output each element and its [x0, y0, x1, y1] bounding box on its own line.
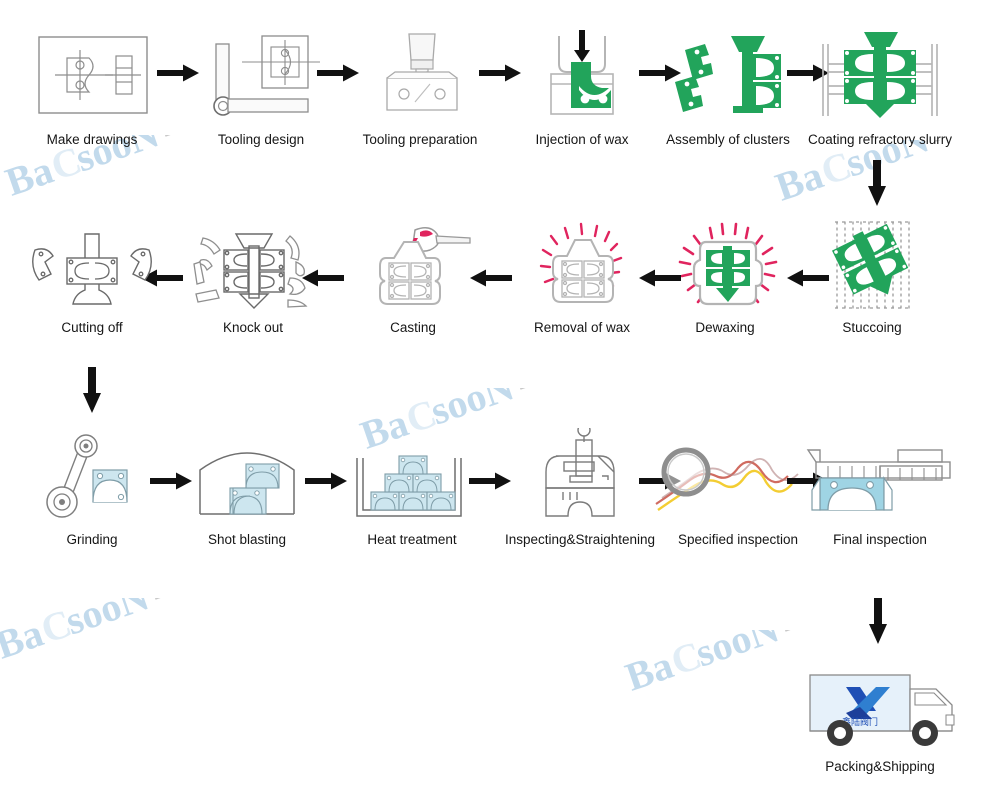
step-heat-treatment[interactable]: Heat treatment	[337, 428, 487, 548]
step-label: Stuccoing	[842, 320, 902, 335]
arrow-right-4	[637, 62, 683, 89]
cut-off-parts-icon	[17, 216, 167, 316]
step-packing-shipping[interactable]: 鑫陆阀门 Packing&Shipping	[780, 663, 980, 775]
arrow-left-2	[637, 267, 683, 294]
milling-machine-icon	[345, 28, 495, 128]
step-dewaxing[interactable]: Dewaxing	[650, 216, 800, 336]
connector-row1-to-row2	[865, 158, 889, 213]
tooling-design-icon	[186, 28, 336, 128]
svg-text:Ba: Ba	[0, 610, 49, 668]
step-grinding[interactable]: Grinding	[17, 428, 167, 548]
step-tooling-preparation[interactable]: Tooling preparation	[345, 28, 495, 148]
technical-drawing-icon	[17, 28, 167, 128]
step-label: Heat treatment	[367, 532, 457, 547]
step-label: Cutting off	[61, 320, 123, 335]
svg-text:C: C	[35, 600, 77, 652]
heated-shell-icon	[507, 216, 657, 316]
press-straightener-icon	[480, 428, 680, 528]
shell-knockout-icon	[178, 216, 328, 316]
step-label: Removal of wax	[533, 320, 631, 335]
belt-grinder-icon	[17, 428, 167, 528]
arrow-right-2	[315, 62, 361, 89]
arrow-left-1	[785, 267, 831, 294]
step-label: Packing&Shipping	[825, 759, 935, 774]
slurry-coating-icon	[780, 28, 980, 128]
step-label: Assembly of clusters	[666, 132, 790, 147]
step-label: Knock out	[222, 320, 284, 335]
step-tooling-design[interactable]: Tooling design	[186, 28, 336, 148]
svg-text:Ba: Ba	[0, 147, 59, 205]
svg-text:C: C	[665, 632, 707, 684]
step-stuccoing[interactable]: Stuccoing	[797, 216, 947, 336]
arrow-left-4	[300, 267, 346, 294]
wax-cluster-icon	[653, 28, 803, 128]
step-shot-blasting[interactable]: Shot blasting	[172, 428, 322, 548]
step-casting[interactable]: Casting	[338, 216, 488, 336]
delivery-truck-icon: 鑫陆阀门	[780, 663, 980, 751]
step-label: Injection of wax	[535, 132, 629, 147]
step-label: Final inspection	[833, 532, 927, 547]
furnace-basket-icon	[337, 428, 487, 528]
step-coating-refractory-slurry[interactable]: Coating refractory slurry	[780, 28, 980, 148]
wax-injection-icon	[507, 28, 657, 128]
svg-text:sooN: sooN	[425, 388, 520, 434]
step-knock-out[interactable]: Knock out	[178, 216, 328, 336]
step-label: Grinding	[66, 532, 118, 547]
caliper-measure-icon	[780, 428, 980, 528]
arrow-right-3	[477, 62, 523, 89]
step-injection-of-wax[interactable]: Injection of wax	[507, 28, 657, 148]
arrow-right-5	[785, 62, 831, 89]
step-label: Specified inspection	[677, 532, 799, 547]
svg-text:C: C	[815, 142, 857, 194]
truck-logo-text: 鑫陆阀门	[842, 716, 878, 727]
step-inspecting-straightening[interactable]: Inspecting&Straightening	[480, 428, 680, 548]
step-label: Shot blasting	[207, 532, 287, 547]
arrow-left-3	[468, 267, 514, 294]
arrow-right-7	[303, 470, 349, 497]
step-label: Make drawings	[46, 132, 138, 147]
step-assembly-of-clusters[interactable]: Assembly of clusters	[653, 28, 803, 148]
svg-text:Ba: Ba	[620, 642, 679, 700]
dewaxing-autoclave-icon	[650, 216, 800, 316]
watermark-4: Ba C sooN	[0, 598, 190, 668]
arrow-right-6	[148, 470, 194, 497]
svg-text:Ba: Ba	[770, 152, 829, 210]
step-label: Tooling design	[217, 132, 305, 147]
step-final-inspection[interactable]: Final inspection	[780, 428, 980, 548]
svg-text:sooN: sooN	[690, 630, 785, 676]
step-label: Dewaxing	[695, 320, 755, 335]
magnifier-spectrum-icon	[638, 428, 838, 528]
step-label: Tooling preparation	[362, 132, 478, 147]
arrow-right-1	[155, 62, 201, 89]
step-make-drawings[interactable]: Make drawings	[17, 28, 167, 148]
step-label: Inspecting&Straightening	[504, 532, 656, 547]
connector-row2-to-row3	[80, 365, 104, 420]
svg-text:sooN: sooN	[60, 598, 155, 644]
step-cutting-off[interactable]: Cutting off	[17, 216, 167, 336]
step-specified-inspection[interactable]: Specified inspection	[638, 428, 838, 548]
arrow-right-8	[467, 470, 513, 497]
step-removal-of-wax[interactable]: Removal of wax	[507, 216, 657, 336]
arrow-left-5	[139, 267, 185, 294]
connector-row3-to-row4	[866, 596, 890, 651]
stucco-sand-icon	[797, 216, 947, 316]
shot-blast-chamber-icon	[172, 428, 322, 528]
pouring-ladle-icon	[338, 216, 488, 316]
step-label: Casting	[390, 320, 436, 335]
step-label: Coating refractory slurry	[807, 132, 953, 147]
